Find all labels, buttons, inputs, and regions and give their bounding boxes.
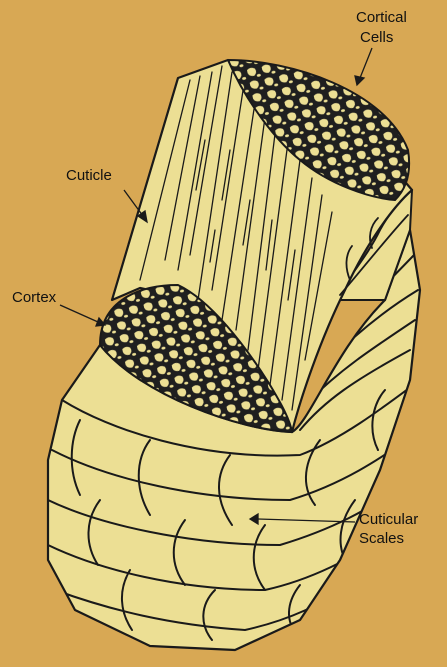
cortical-cells-label-line1: Cortical [356, 9, 407, 26]
cortex-arrow [60, 305, 105, 326]
cortical-cells-label-line2: Cells [360, 29, 393, 46]
cuticular-scales-label-line1: Cuticular [359, 511, 418, 528]
cuticular-scales-label-line2: Scales [359, 530, 404, 547]
cuticle-label: Cuticle [66, 167, 112, 184]
cortical-cells-arrow [355, 48, 372, 85]
hair-shaft [48, 60, 420, 650]
cortex-label: Cortex [12, 289, 57, 306]
